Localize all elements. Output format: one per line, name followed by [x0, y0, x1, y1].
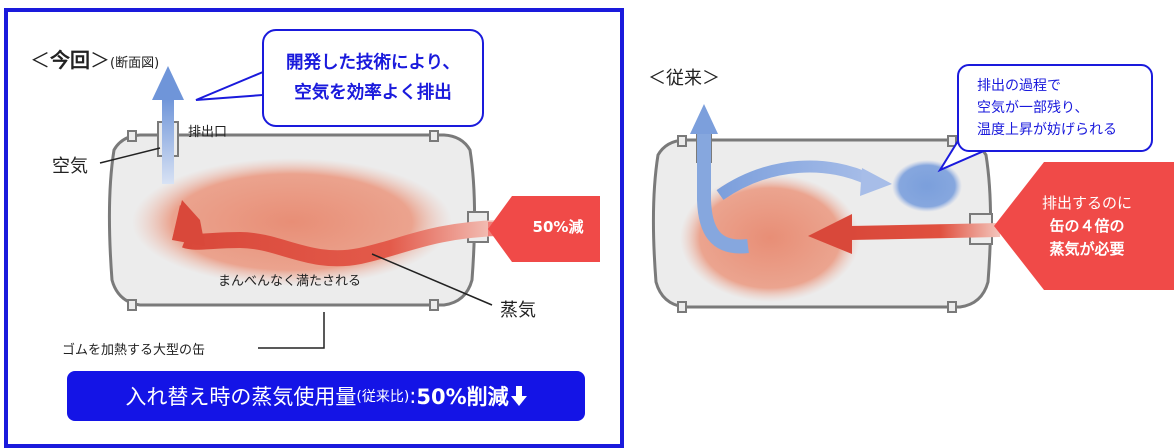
steam-inflow-arrow-right: [808, 214, 1001, 254]
trapped-air-pocket: [892, 160, 962, 212]
air-label: 空気: [52, 156, 88, 177]
steam-reduction-banner: 入れ替え時の蒸気使用量(従来比):50%削減: [67, 371, 585, 421]
steam-leader-line: [371, 253, 493, 306]
air-exhaust-arrow: [152, 66, 184, 184]
outlet-label: 排出口: [188, 125, 228, 140]
air-leader-line: [99, 147, 161, 164]
excess-steam-input-arrow: [994, 162, 1174, 290]
reduced-steam-input-arrow: [488, 196, 600, 262]
can-leader-line: [258, 312, 325, 349]
air-loop-arrow: [690, 104, 892, 254]
left-panel-title: ＜今回＞(断面図): [30, 48, 160, 72]
excess-steam-arrow-label: 排出するのに 缶の４倍の 蒸気が必要: [1041, 194, 1132, 258]
reduction-arrow-label: 50%減: [532, 218, 584, 236]
can-label: ゴムを加熱する大型の缶: [62, 343, 206, 358]
steam-partial-region: [680, 174, 860, 302]
steam-flow-arrow: [172, 200, 501, 267]
fill-label: まんべんなく満たされる: [218, 274, 362, 289]
callout-conventional-problem: 排出の過程で 空気が一部残り、 温度上昇が妨げられる: [957, 64, 1153, 152]
steam-label: 蒸気: [500, 300, 536, 321]
diagram-canvas: [99, 66, 1174, 349]
down-arrow-icon: [510, 386, 527, 406]
callout-new-technology: 開発した技術により、 空気を効率よく排出: [262, 29, 484, 127]
right-panel-title: ＜従来＞: [648, 68, 720, 89]
